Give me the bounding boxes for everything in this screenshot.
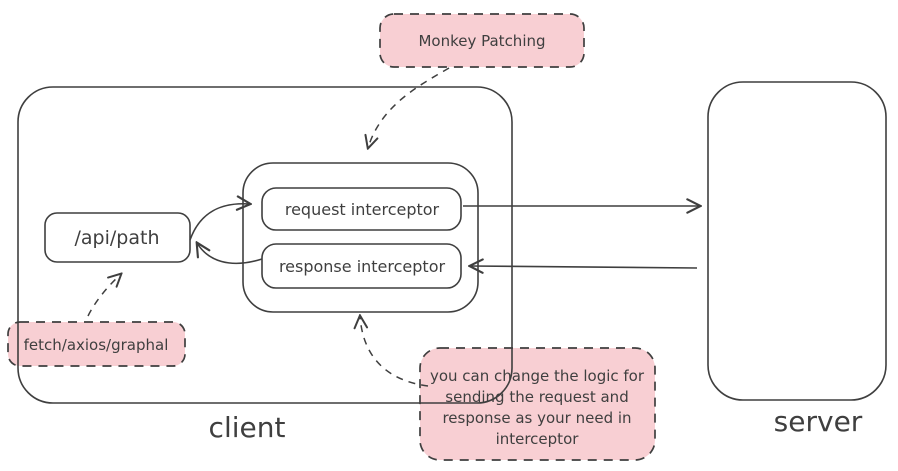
interceptor-container-box <box>242 162 479 313</box>
note-line-3: response as your need in <box>442 409 631 427</box>
response-to-api-arrow <box>197 243 263 265</box>
server-box <box>707 81 887 401</box>
request-interceptor-label: request interceptor <box>285 200 440 219</box>
note-line-1: you can change the logic for <box>430 367 645 385</box>
api-path-box <box>44 212 191 263</box>
api-path-label: /api/path <box>75 227 160 249</box>
note-line-2: sending the request and <box>445 388 628 406</box>
fetch-axios-arrow <box>87 274 121 317</box>
response-interceptor-label: response interceptor <box>279 257 446 276</box>
note-line-4: interceptor <box>496 430 580 448</box>
client-box <box>17 86 513 404</box>
fetch-axios-callout <box>7 321 186 367</box>
fetch-axios-label: fetch/axios/graphal <box>24 336 169 354</box>
request-interceptor-box <box>261 187 462 231</box>
server-to-response-arrow <box>470 266 698 268</box>
server-label: server <box>774 405 863 438</box>
api-to-request-arrow <box>189 204 250 241</box>
response-interceptor-box <box>261 243 462 289</box>
monkey-patching-arrow <box>368 67 450 148</box>
note-to-interceptor-arrow <box>360 316 429 387</box>
monkey-patching-label: Monkey Patching <box>418 32 545 50</box>
monkey-patching-callout <box>379 13 585 68</box>
interceptor-note-callout <box>419 347 656 461</box>
client-label: client <box>209 411 286 444</box>
